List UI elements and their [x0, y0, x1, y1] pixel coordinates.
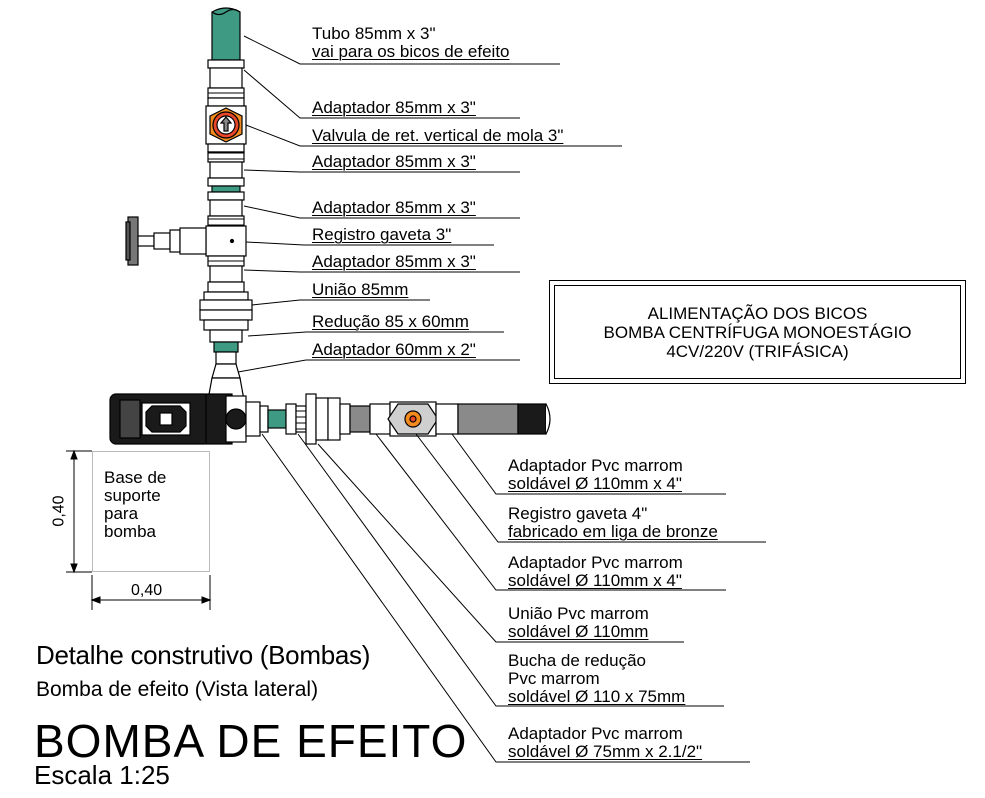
- label-adaptador-1: Adaptador 85mm x 3": [312, 98, 476, 117]
- label-uniao-pvc: União Pvc marrom soldável Ø 110mm: [508, 604, 649, 641]
- label-registro: Registro gaveta 3": [312, 225, 452, 244]
- suction-line: [259, 393, 551, 445]
- view-title: Bomba de efeito (Vista lateral): [36, 678, 319, 701]
- dim-horizontal: 0,40: [131, 582, 163, 599]
- pump-base: [92, 451, 210, 572]
- label-pvc-adaptador-3: Adaptador Pvc marrom soldável Ø 75mm x 2…: [508, 724, 703, 761]
- label-reducao: Redução 85 x 60mm: [312, 312, 469, 331]
- pipe-85mm: [211, 7, 241, 61]
- label-registro-4: Registro gaveta 4" fabricado em liga de …: [508, 504, 718, 541]
- adapter-1: [207, 59, 245, 69]
- label-pvc-adaptador-2: Adaptador Pvc marrom soldável Ø 110mm x …: [508, 553, 683, 590]
- label-adaptador-2: Adaptador 85mm x 3": [312, 152, 476, 171]
- leader-lines-lower: [261, 433, 766, 763]
- base-dimensions: [66, 449, 212, 610]
- scale-label: Escala 1:25: [34, 760, 170, 790]
- label-bucha: Bucha de redução Pvc marrom soldável Ø 1…: [508, 651, 686, 706]
- label-tubo: Tubo 85mm x 3" vai para os bicos de efei…: [312, 25, 510, 61]
- leader-lines: [237, 35, 622, 373]
- vertical-pipe-assembly: [199, 7, 253, 401]
- label-uniao: União 85mm: [312, 280, 409, 299]
- gate-valve-3in: [205, 225, 247, 257]
- dim-vertical: 0,40: [50, 495, 68, 527]
- label-adaptador-3: Adaptador 85mm x 3": [312, 198, 476, 217]
- label-pvc-adaptador-1: Adaptador Pvc marrom soldável Ø 110mm x …: [508, 456, 683, 493]
- pvc-union: [305, 393, 317, 445]
- title-box: ALIMENTAÇÃO DOS BICOS BOMBA CENTRÍFUGA M…: [549, 280, 966, 384]
- label-tubo-line1: Tubo 85mm x 3": [312, 24, 436, 43]
- pump-motor: [109, 393, 261, 445]
- label-tubo-line2: vai para os bicos de efeito: [312, 42, 510, 61]
- title-box-line1: ALIMENTAÇÃO DOS BICOS: [647, 303, 868, 323]
- label-adaptador-5: Adaptador 60mm x 2": [312, 340, 476, 359]
- title-box-line2: BOMBA CENTRÍFUGA MONOESTÁGIO: [603, 322, 912, 342]
- handwheel-3in: [125, 216, 207, 266]
- drawing-title: BOMBA DE EFEITO: [34, 715, 468, 767]
- detail-title: Detalhe construtivo (Bombas): [36, 640, 371, 670]
- title-box-inner: ALIMENTAÇÃO DOS BICOS BOMBA CENTRÍFUGA M…: [554, 285, 961, 379]
- title-box-line3: 4CV/220V (TRIFÁSICA): [666, 341, 849, 361]
- pump-base-label: Base de suporte para bomba: [104, 468, 167, 541]
- label-adaptador-4: Adaptador 85mm x 3": [312, 252, 476, 271]
- union-85mm: [203, 291, 249, 301]
- reduction-85x60: [209, 329, 243, 343]
- label-valvula: Valvula de ret. vertical de mola 3": [312, 126, 564, 145]
